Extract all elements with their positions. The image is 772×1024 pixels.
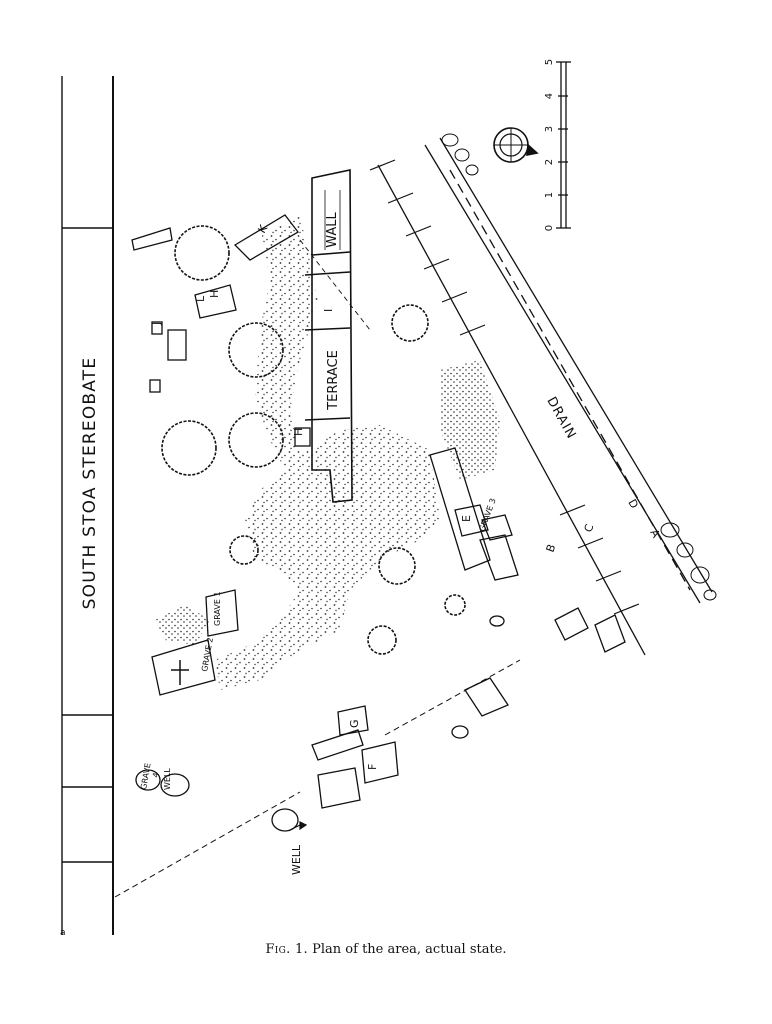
drain-label: DRAIN bbox=[543, 395, 578, 442]
stereobate bbox=[61, 76, 114, 935]
scale-tick-1: 1 bbox=[544, 192, 555, 198]
scale-ticks: 0 1 2 3 4 5 bbox=[544, 59, 555, 231]
grave-cross bbox=[171, 660, 189, 685]
survey-line-2 bbox=[384, 659, 521, 736]
label-e: E bbox=[460, 515, 473, 522]
drain bbox=[377, 137, 713, 656]
stereobate-label: SOUTH STOA STEREOBATE bbox=[80, 357, 100, 610]
scale-tick-3: 3 bbox=[544, 126, 555, 132]
label-b: B bbox=[544, 542, 559, 554]
grave-small-num: 4 bbox=[151, 772, 161, 779]
drain-slabs bbox=[369, 159, 640, 615]
label-j: J bbox=[150, 322, 163, 326]
fill-area-west bbox=[155, 605, 210, 645]
label-i: I bbox=[322, 309, 335, 312]
terrace-wall bbox=[299, 169, 371, 503]
survey-line bbox=[114, 791, 301, 898]
terrace-label: TERRACE bbox=[326, 350, 341, 411]
fill-area-east bbox=[440, 360, 500, 480]
corner-mark: a bbox=[60, 928, 66, 938]
grave3-label: GRAVE 3 bbox=[477, 497, 497, 533]
north-arrow bbox=[493, 127, 539, 163]
figure-number: Fig. 1. bbox=[265, 942, 308, 957]
scale-tick-0: 0 bbox=[544, 225, 555, 231]
rubble bbox=[441, 133, 717, 601]
label-h-terrace: H bbox=[292, 428, 305, 436]
fill-area bbox=[215, 215, 440, 690]
well-label: WELL bbox=[290, 844, 303, 875]
scale-bar bbox=[556, 61, 571, 229]
wall-label: WALL bbox=[325, 211, 340, 247]
label-d: D bbox=[625, 497, 641, 511]
well-arrow bbox=[289, 821, 308, 831]
label-g: G bbox=[348, 719, 361, 728]
figure-caption: Fig. 1. Plan of the area, actual state. bbox=[0, 942, 772, 957]
label-h-top: H bbox=[208, 290, 221, 298]
features bbox=[131, 214, 626, 832]
label-f: F bbox=[366, 764, 379, 770]
figure-caption-text: Plan of the area, actual state. bbox=[312, 942, 507, 957]
pits bbox=[161, 225, 466, 655]
well-small-label: WELL bbox=[163, 768, 172, 790]
scale-tick-5: 5 bbox=[544, 59, 555, 65]
scale-tick-2: 2 bbox=[544, 159, 555, 165]
label-l: L bbox=[194, 295, 207, 302]
label-c: C bbox=[582, 522, 597, 534]
grave1-label: GRAVE 1 bbox=[213, 591, 222, 626]
scale-tick-4: 4 bbox=[544, 93, 555, 99]
